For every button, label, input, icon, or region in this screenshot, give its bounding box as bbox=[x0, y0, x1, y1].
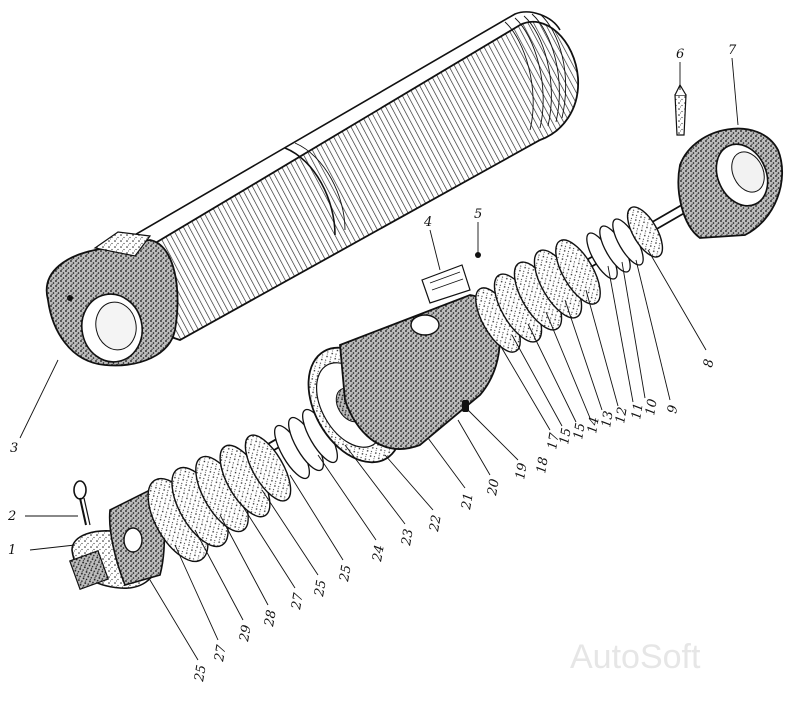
callout-10: 10 bbox=[643, 398, 661, 417]
cylinder-assembly bbox=[45, 11, 579, 367]
callout-29: 29 bbox=[237, 624, 255, 644]
callout-24: 24 bbox=[370, 544, 388, 564]
callout-18: 18 bbox=[534, 456, 552, 475]
exploded-shaft bbox=[69, 83, 783, 590]
callout-labels: 1 2 3 4 5 6 7 8 9 10 11 12 13 14 15 15 1… bbox=[7, 43, 737, 684]
callout-6: 6 bbox=[676, 47, 684, 62]
callout-3: 3 bbox=[10, 441, 18, 456]
callout-4: 4 bbox=[423, 215, 432, 230]
callout-15a: 15 bbox=[571, 422, 589, 441]
callout-9: 9 bbox=[665, 404, 681, 415]
callout-15b: 15 bbox=[557, 427, 575, 446]
callout-1: 1 bbox=[8, 543, 16, 558]
callout-27a: 27 bbox=[289, 591, 307, 612]
leader-lines bbox=[19, 57, 739, 661]
callout-7: 7 bbox=[728, 43, 737, 58]
callout-25a: 25 bbox=[337, 564, 355, 584]
callout-19: 19 bbox=[513, 462, 531, 481]
callout-8: 8 bbox=[701, 358, 717, 369]
callout-28: 28 bbox=[262, 609, 280, 629]
callout-17: 17 bbox=[545, 431, 563, 451]
callout-25b: 25 bbox=[312, 579, 330, 599]
callout-14: 14 bbox=[585, 416, 603, 435]
callout-21: 21 bbox=[459, 492, 477, 512]
callout-25c: 25 bbox=[192, 664, 210, 684]
callout-20: 20 bbox=[485, 478, 503, 498]
callout-5: 5 bbox=[474, 207, 482, 222]
callout-11: 11 bbox=[629, 402, 647, 421]
callout-23: 23 bbox=[399, 528, 417, 548]
watermark: AutoSoft bbox=[570, 638, 701, 676]
callout-27b: 27 bbox=[212, 643, 230, 664]
callout-2: 2 bbox=[7, 509, 16, 524]
callout-22: 22 bbox=[427, 514, 445, 534]
callout-12: 12 bbox=[613, 406, 631, 425]
callout-13: 13 bbox=[599, 410, 617, 429]
